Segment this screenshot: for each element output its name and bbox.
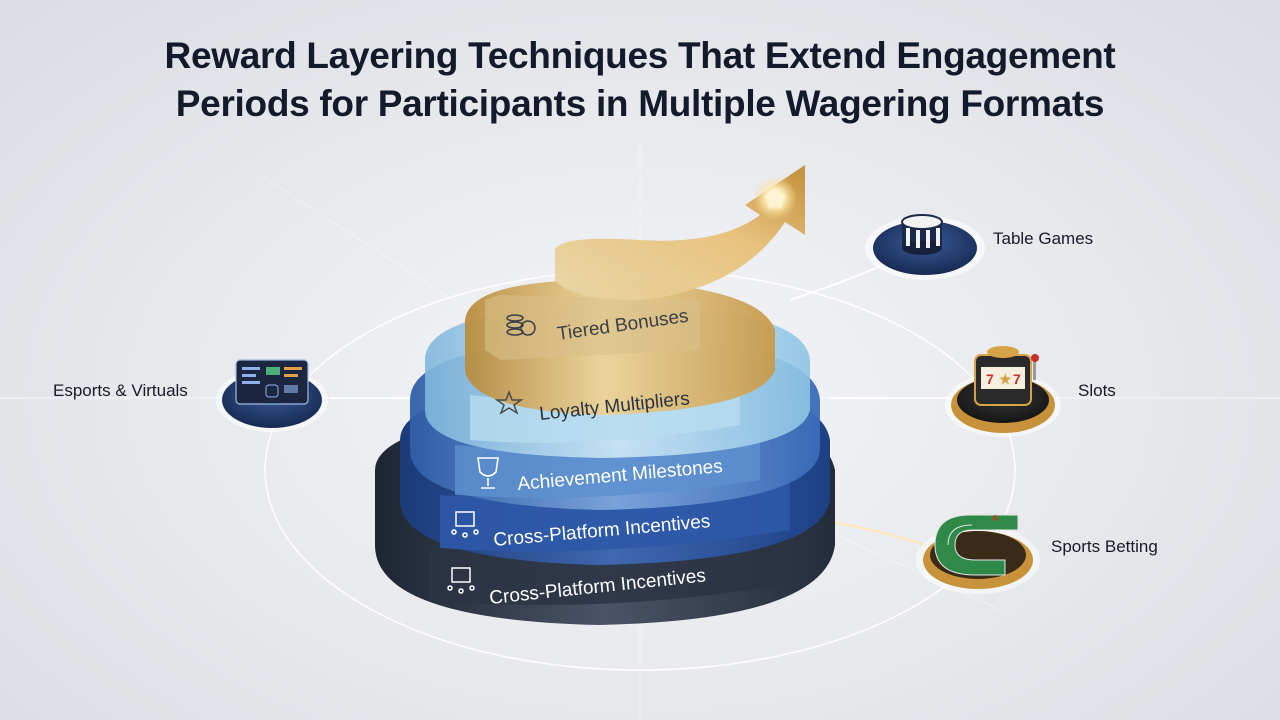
node-esports <box>216 359 328 432</box>
svg-text:7: 7 <box>1013 371 1021 387</box>
network-icon <box>447 567 475 594</box>
node-sports-betting <box>916 514 1040 594</box>
title-line-1: Reward Layering Techniques That Extend E… <box>164 35 1116 76</box>
format-label-sports-betting: Sports Betting <box>1051 537 1158 556</box>
format-label-esports: Esports & Virtuals <box>53 381 188 400</box>
layer-band-1 <box>465 280 775 415</box>
star-icon <box>764 188 786 209</box>
growth-arrow <box>555 165 805 300</box>
slot-machine-icon: 7 ★ 7 <box>974 346 1039 406</box>
star-badge-icon <box>494 389 524 415</box>
poker-chips-icon <box>901 214 943 255</box>
dashboard-screen-icon <box>235 359 309 405</box>
format-label-slots: Slots <box>1078 381 1116 400</box>
svg-text:★: ★ <box>999 371 1012 387</box>
coins-icon <box>506 314 536 336</box>
page-title: Reward Layering Techniques That Extend E… <box>0 32 1280 128</box>
format-label-table-games: Table Games <box>993 229 1094 248</box>
node-table-games <box>865 214 985 280</box>
network-icon <box>451 511 479 538</box>
title-line-2: Periods for Participants in Multiple Wag… <box>175 83 1105 124</box>
node-slots: 7 ★ 7 <box>945 346 1061 437</box>
svg-text:7: 7 <box>986 371 994 387</box>
trophy-icon <box>477 457 499 489</box>
race-track-icon <box>934 514 1019 576</box>
